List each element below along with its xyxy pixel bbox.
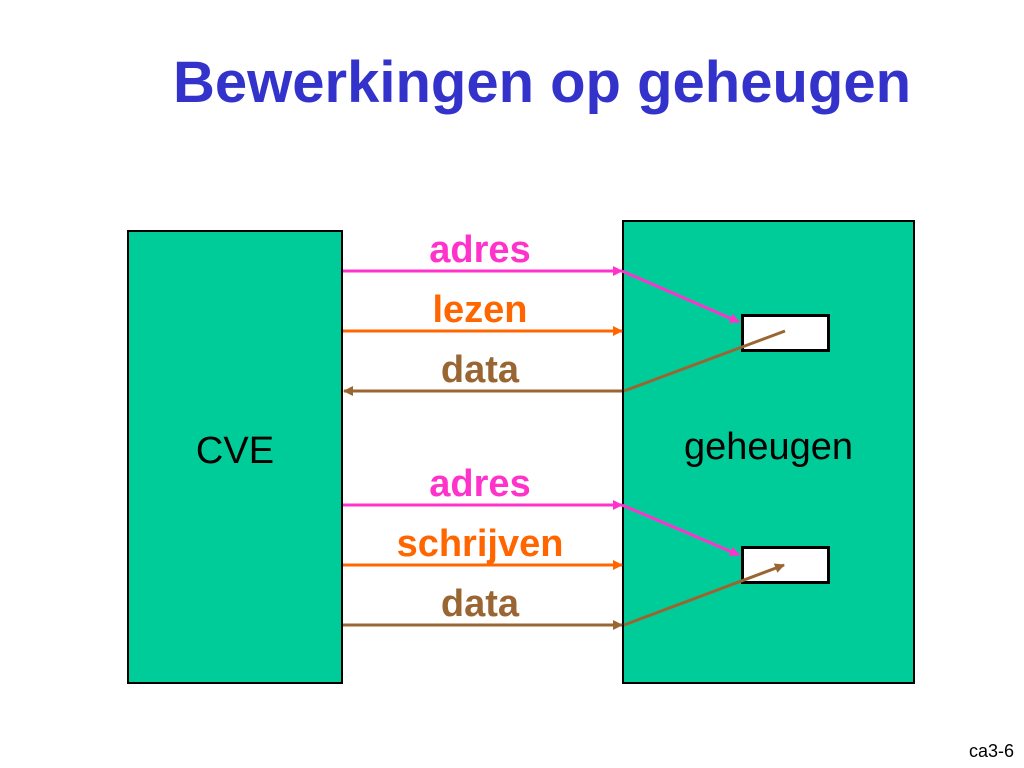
read-address-pointer-arrow <box>621 269 740 324</box>
write-data-label: data <box>440 583 520 625</box>
write-address-pointer-arrow <box>621 503 740 557</box>
read-address-label: adres <box>429 229 531 271</box>
read-data-label: data <box>440 349 520 391</box>
cpu-box: CVE <box>127 230 343 684</box>
slide-title: Bewerkingen op geheugen <box>173 50 911 115</box>
write-control-label: schrijven <box>396 523 564 565</box>
read-control-label: lezen <box>432 289 528 331</box>
memory-cell-read <box>741 314 830 352</box>
cpu-label: CVE <box>195 430 275 472</box>
memory-cell-write <box>741 546 830 584</box>
read-data-cell-line <box>623 329 786 393</box>
write-address-label: adres <box>429 463 531 505</box>
write-data-cell-arrow <box>623 563 785 627</box>
memory-label: geheugen <box>683 426 854 468</box>
slide-number: ca3-6 <box>968 741 1014 761</box>
